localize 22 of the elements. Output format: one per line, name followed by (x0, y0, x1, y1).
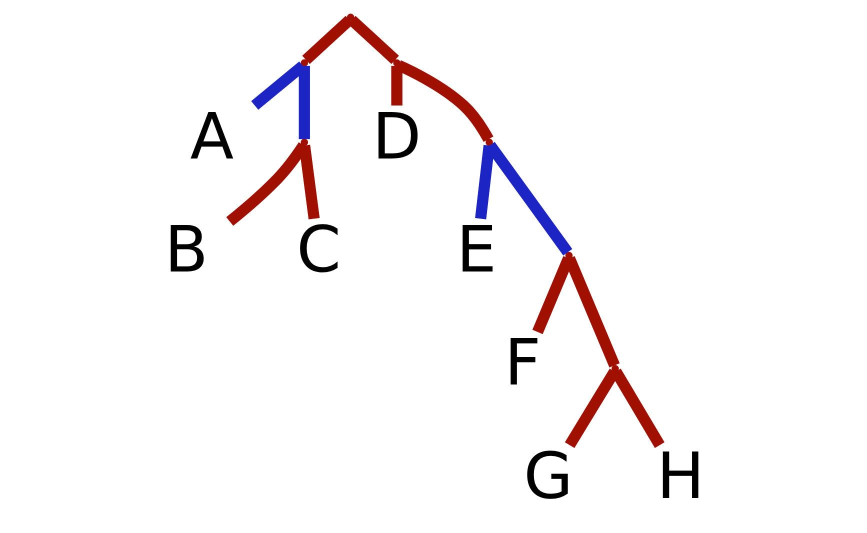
node-point (612, 365, 619, 372)
connector (348, 16, 399, 64)
connector (391, 66, 402, 106)
node-point (565, 252, 573, 260)
node-text: A (190, 100, 234, 174)
node-point (393, 59, 400, 67)
connector (475, 144, 495, 220)
node-text: H (656, 440, 705, 514)
node-text: E (456, 213, 497, 288)
connector (396, 60, 494, 142)
node-point (300, 138, 308, 146)
node-point (300, 59, 308, 67)
node-text: B (164, 213, 208, 288)
connector (299, 144, 320, 220)
node-text: F (504, 326, 542, 401)
node-text: D (372, 100, 422, 174)
connector (298, 66, 310, 140)
node-text: C (296, 213, 341, 288)
node-point (486, 138, 493, 146)
node-point (346, 14, 354, 22)
node-text: G (524, 440, 573, 514)
connector (302, 16, 354, 64)
